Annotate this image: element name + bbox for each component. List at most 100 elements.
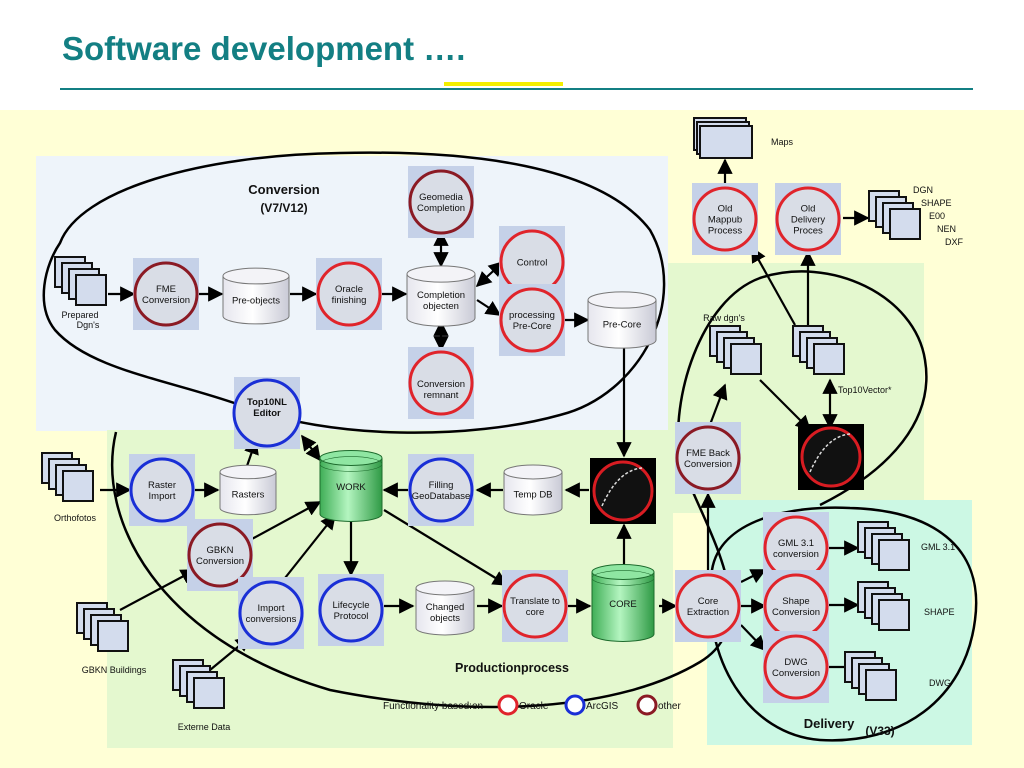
process-gbkn-conversion-label-line-2: Conversion — [196, 556, 244, 567]
label-delivery-format-2: SHAPE — [921, 198, 952, 208]
process-dwg-conversion-label-line-1: DWG — [784, 657, 807, 668]
legend-oracle-label: Oracle — [519, 701, 549, 712]
process-old-mappub-circle — [692, 186, 758, 252]
process-dwg-conversion-circle — [763, 634, 829, 700]
process-oracle-finishing-label-line-1: Oracle — [335, 284, 363, 295]
legend-other-label: other — [658, 701, 681, 712]
dataset-shape-out-stack — [857, 581, 910, 631]
process-conversion-remnant-label-line-2: remnant — [424, 390, 459, 401]
legend-oracle-marker — [497, 694, 519, 716]
process-geomedia-completion-label-line-1: Geomedia — [419, 192, 464, 203]
title-rule — [60, 88, 973, 90]
region-conversion-title: Conversion — [248, 182, 320, 197]
process-core-extraction-label-line-2: Extraction — [687, 607, 729, 618]
process-old-delivery-label-line-1: Old — [801, 204, 816, 215]
db-temp-db — [503, 464, 563, 516]
dataset-delivery-formats-stack — [868, 190, 921, 240]
legend-other-marker — [636, 694, 658, 716]
arrow-extraction-to-dwg — [740, 624, 767, 652]
process-shape-conversion-label-line-1: Shape — [782, 596, 809, 607]
process-filling-geodatabase-label-line-2: GeoDatabase — [412, 491, 471, 502]
legend-arcgis-label: ArcGIS — [586, 701, 619, 712]
process-fme-conversion-label-line-2: Conversion — [142, 295, 190, 306]
db-pre-core — [587, 291, 657, 349]
db-rasters-label-line-1: Rasters — [232, 490, 265, 501]
process-core-extraction-circle — [675, 573, 741, 639]
db-temp-db-label-line-1: Temp DB — [513, 490, 552, 501]
label-prepared-dgns-line-2: Dgn's — [77, 320, 100, 330]
process-translate-to-core-label-line-1: Translate to — [510, 596, 560, 607]
label-orthofotos: Orthofotos — [54, 513, 97, 523]
process-old-mappub-label-line-1: Old — [718, 204, 733, 215]
arrow-gbkn-to-work — [249, 501, 322, 541]
mystery-node-core-side — [590, 458, 656, 524]
delivery-area — [707, 500, 972, 745]
process-translate-to-core-label-line-2: core — [526, 607, 544, 618]
delivery-boundary — [709, 506, 978, 742]
dataset-gml-out-stack — [857, 521, 910, 571]
dataset-gbkn-buildings-stack — [76, 602, 129, 652]
dataset-top10vector-stack — [792, 325, 845, 375]
process-gml-conversion-label-line-2: conversion — [773, 549, 819, 560]
db-changed-objects-label-line-1: Changed — [426, 602, 465, 613]
label-shape-out: SHAPE — [924, 607, 955, 617]
dataset-externe-data-stack — [172, 659, 225, 709]
db-pre-objects-label-line-1: Pre-objects — [232, 296, 280, 307]
db-core-label: CORE — [609, 599, 636, 610]
db-core — [591, 564, 655, 642]
process-translate-to-core-circle — [502, 573, 568, 639]
dataset-prepared-dgns-stack — [54, 256, 107, 306]
process-fme-back-conversion-label-line-2: Conversion — [684, 459, 732, 470]
dataset-orthofotos-stack — [41, 452, 94, 502]
process-processing-pre-core-circle — [499, 287, 565, 353]
dataset-dwg-out-stack — [844, 651, 897, 701]
arrow-completion-control — [475, 260, 505, 288]
conversion-boundary — [42, 151, 666, 434]
process-control-label-line-1: Control — [517, 258, 548, 269]
process-old-delivery-label-line-2: Delivery — [791, 215, 826, 226]
process-top10nl-editor-label-line-1: Top10NL — [247, 397, 287, 408]
process-top10nl-editor-label-line-2: Editor — [253, 408, 281, 419]
process-processing-pre-core-label-line-2: Pre-Core — [513, 321, 552, 332]
legend-arcgis-marker — [564, 694, 586, 716]
label-delivery-format-1: DGN — [913, 185, 933, 195]
process-lifecycle-protocol-label-line-1: Lifecycle — [333, 600, 370, 611]
region-conversion-version: (V7/V12) — [260, 201, 307, 215]
process-old-mappub-label-line-2: Mappub — [708, 215, 742, 226]
process-old-delivery-label-line-3: Proces — [793, 226, 823, 237]
label-externe-data: Externe Data — [178, 722, 231, 732]
process-raster-import-label-line-2: Import — [149, 491, 176, 502]
process-raster-import-circle — [129, 457, 195, 523]
mystery-node-delivery-side — [798, 424, 864, 490]
label-dwg-out: DWG — [929, 678, 951, 688]
db-work — [319, 450, 383, 522]
process-fme-conversion-label-line-1: FME — [156, 284, 176, 295]
db-completion-objecten-label-line-2: objecten — [423, 301, 459, 312]
process-core-extraction-label-line-1: Core — [698, 596, 719, 607]
label-prepared-dgns-line-1: Prepared — [61, 310, 98, 320]
dataset-maps-stack — [693, 117, 753, 159]
process-geomedia-completion-circle — [408, 169, 474, 235]
db-changed-objects — [415, 580, 475, 636]
dataset-raw-dgns-stack — [709, 325, 762, 375]
process-fme-back-conversion-label-line-1: FME Back — [686, 448, 730, 459]
db-pre-objects — [222, 267, 290, 325]
title-accent — [444, 82, 563, 86]
process-lifecycle-protocol-circle — [318, 577, 384, 643]
process-processing-pre-core-label-line-1: processing — [509, 310, 555, 321]
arrow-top10-to-oldmappub — [751, 246, 796, 326]
arrow-import-to-work — [284, 513, 336, 579]
process-import-conversions-circle — [238, 580, 304, 646]
process-gbkn-conversion-label-line-1: GBKN — [207, 545, 234, 556]
arrow-extraction-to-gml — [740, 569, 767, 584]
process-fme-back-conversion-circle — [675, 425, 741, 491]
process-gbkn-conversion-circle — [187, 522, 253, 588]
process-old-delivery-circle — [775, 186, 841, 252]
process-dwg-conversion-label-line-2: Conversion — [772, 668, 820, 679]
label-top10vector: Top10Vector* — [838, 385, 892, 395]
process-import-conversions-label-line-2: conversions — [246, 614, 297, 625]
label-maps: Maps — [771, 137, 794, 147]
process-fme-conversion-circle — [133, 261, 199, 327]
process-filling-geodatabase-circle — [408, 457, 474, 523]
